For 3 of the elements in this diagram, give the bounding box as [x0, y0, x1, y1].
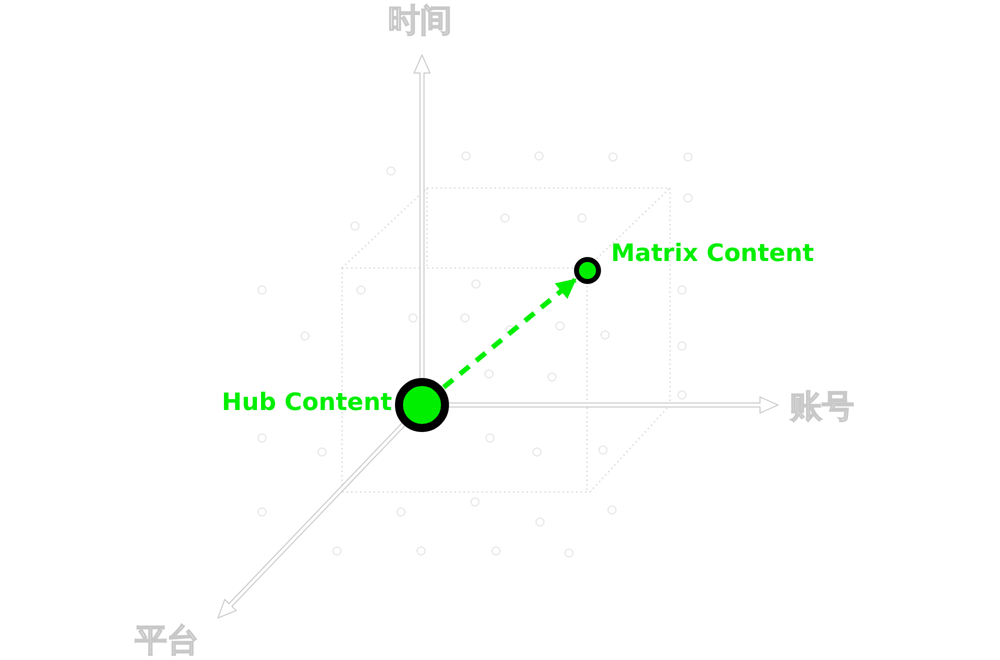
arrow [442, 278, 577, 390]
node-label: Matrix Content [611, 239, 814, 267]
node-label: Hub Content [222, 388, 392, 416]
